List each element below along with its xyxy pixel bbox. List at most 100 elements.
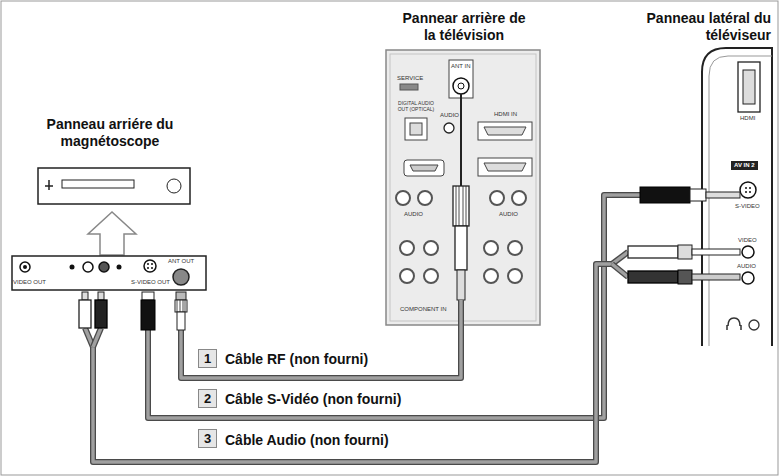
audio-wire bbox=[612, 264, 628, 277]
vcr-device bbox=[12, 168, 206, 290]
cable-label: Câble RF (non fourni) bbox=[223, 350, 370, 368]
s-video-jack bbox=[144, 260, 156, 272]
video-out-jack bbox=[20, 262, 30, 272]
hdmi-port bbox=[478, 158, 532, 176]
audio-wire bbox=[93, 328, 101, 347]
port-label: COMPONENT IN bbox=[400, 306, 447, 313]
cable bbox=[148, 195, 612, 418]
cable-label: Câble S-Vidéo (non fourni) bbox=[223, 390, 403, 408]
vcr-plugs bbox=[79, 292, 187, 347]
rca-jack bbox=[396, 191, 410, 205]
rca-tip bbox=[692, 274, 740, 280]
hdmi-slot bbox=[484, 127, 526, 135]
cable-outline bbox=[148, 195, 612, 418]
pc-slot bbox=[410, 165, 438, 171]
audio-jack bbox=[444, 123, 454, 133]
s-video-tip bbox=[142, 292, 154, 300]
rf-lead bbox=[460, 94, 462, 186]
audio-wire bbox=[93, 328, 101, 347]
channel-mark bbox=[70, 265, 75, 270]
vcr-knob bbox=[167, 179, 181, 193]
video-jack bbox=[742, 246, 754, 258]
cable bbox=[181, 327, 461, 378]
tv-side-panel bbox=[702, 48, 772, 346]
panel-heading: Panneau arriére du magnétoscope bbox=[10, 116, 210, 150]
rca-jack bbox=[484, 269, 498, 283]
rf-plug bbox=[455, 226, 467, 270]
port-label: S-VIDEO bbox=[735, 203, 760, 210]
panel-body bbox=[386, 50, 540, 325]
port-label: AUDIO bbox=[737, 263, 756, 270]
rca-jack bbox=[424, 269, 438, 283]
rca-jack bbox=[508, 241, 522, 255]
callout-number: 1 bbox=[198, 349, 217, 368]
rca-jack bbox=[418, 191, 432, 205]
audio-r-jack bbox=[99, 262, 109, 272]
channel-mark bbox=[117, 265, 122, 270]
rca-tip bbox=[98, 292, 104, 300]
tape-slot bbox=[62, 180, 134, 188]
s-video-wire bbox=[612, 192, 640, 198]
panel-group: Panneau arriére du magnétoscope bbox=[8, 112, 212, 347]
rca-jack bbox=[490, 191, 504, 205]
s-video-wire bbox=[612, 193, 640, 196]
jack-pin bbox=[23, 265, 27, 269]
housing-edge bbox=[709, 56, 772, 346]
panel-heading: Pannear arrière de la télévision bbox=[398, 10, 530, 44]
audio-jack bbox=[742, 272, 754, 284]
rf-wire bbox=[459, 300, 462, 327]
audio-l-jack bbox=[83, 262, 93, 272]
optical-port bbox=[410, 123, 422, 135]
s-video-plug bbox=[640, 187, 690, 203]
ant-in-box bbox=[449, 60, 473, 98]
rca-tip bbox=[82, 292, 88, 300]
view-arrow bbox=[88, 212, 136, 255]
port-label: S-VIDEO OUT bbox=[131, 279, 170, 286]
knurling bbox=[177, 300, 185, 312]
audio-wire bbox=[612, 264, 628, 277]
jack-pin bbox=[745, 187, 747, 189]
port-label: VIDEO OUT bbox=[13, 279, 46, 286]
rf-nut bbox=[175, 300, 187, 312]
port-label: ANT OUT bbox=[168, 258, 194, 265]
rca-collar bbox=[678, 270, 692, 284]
panel-group: Pannear arrière de la télévision bbox=[380, 4, 548, 327]
rf-wire bbox=[179, 330, 182, 347]
vcr-panel bbox=[12, 256, 206, 290]
rca-tip bbox=[692, 249, 740, 255]
cable-label: Câble Audio (non fourni) bbox=[223, 431, 391, 449]
panel-heading: Panneau latéral du téléviseur bbox=[621, 10, 771, 44]
vcr-body bbox=[38, 168, 190, 204]
headphone-jack bbox=[749, 320, 759, 330]
s-video-tip bbox=[706, 192, 740, 198]
s-video-wire bbox=[145, 330, 151, 347]
rca-jack bbox=[424, 241, 438, 255]
cable-core bbox=[148, 195, 612, 418]
panel-group: Panneau latéral du téléviseur bbox=[612, 4, 775, 346]
port-label: ANT IN bbox=[451, 63, 471, 70]
rf-plug bbox=[177, 312, 185, 330]
rca-plug-white bbox=[628, 246, 678, 258]
callout-number: 3 bbox=[198, 429, 217, 448]
hdmi-slot bbox=[484, 163, 526, 171]
tv-back-panel bbox=[386, 50, 540, 327]
jack-pin bbox=[147, 263, 149, 265]
ant-out-jack bbox=[173, 269, 189, 285]
port-label: VIDEO bbox=[738, 237, 757, 244]
rca-jack bbox=[508, 269, 522, 283]
ant-in-jack bbox=[453, 78, 469, 94]
rf-wire bbox=[178, 330, 184, 347]
rf-wire bbox=[458, 300, 464, 327]
port-label: SERVICE bbox=[397, 75, 423, 82]
headphone-icon bbox=[727, 318, 741, 330]
hdmi-port bbox=[738, 62, 760, 112]
port-label: AUDIO bbox=[404, 211, 423, 218]
rca-plug-white bbox=[79, 300, 91, 328]
rca-jack bbox=[512, 191, 526, 205]
rf-nut bbox=[453, 186, 469, 226]
s-video-collar bbox=[690, 189, 706, 201]
rca-plug-red bbox=[95, 300, 107, 328]
jack-pin bbox=[749, 191, 751, 193]
